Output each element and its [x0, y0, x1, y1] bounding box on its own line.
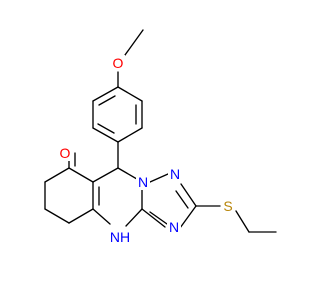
bonds [44, 29, 277, 233]
methoxy-oxygen-label: O [113, 55, 124, 71]
bond-nh-to-fused-c [125, 208, 143, 227]
bond-methyl-o [124, 29, 144, 56]
bond-triazole-n-to-fused [141, 208, 166, 228]
bond-benzene-inner-2 [97, 123, 115, 134]
bond-central-c-alkene [92, 167, 119, 183]
sulfur-label-bg [221, 198, 235, 214]
bond-triazole-c-to-n [180, 183, 197, 207]
bond-benzene-1 [92, 86, 119, 102]
bond-triazole-c-to-n-low [179, 205, 197, 229]
bond-benzene-6 [117, 86, 143, 102]
triazole-n3-label-bg [167, 219, 181, 235]
bond-benzene-4 [117, 127, 143, 143]
amine-nh-label-bg [108, 229, 132, 245]
bond-triazole-n-top [149, 173, 169, 183]
bond-benzene-3 [92, 127, 119, 143]
bond-ch2-to-ch2 [44, 208, 70, 224]
ketone-oxygen-label: O [60, 145, 71, 161]
triazole-n2-label: N [170, 166, 180, 182]
bond-alkene-to-carbonyl [68, 167, 94, 183]
triazole-n1-label-bg [136, 174, 150, 190]
atom-labels: O O N N N NH S [58, 55, 235, 245]
bond-triazole-c-to-n-inner [175, 190, 189, 209]
bond-s-to-ch2 [235, 210, 250, 233]
bond-alkene-to-nh [92, 208, 111, 225]
methoxy-oxygen-label-bg [111, 55, 125, 71]
chemical-structure-diagram: O O N N N NH S [44, 29, 277, 245]
triazole-n3-label: N [169, 219, 179, 235]
bond-ch2-to-alkene [68, 208, 94, 224]
bond-benzene-inner-1 [98, 95, 116, 106]
triazole-n2-label-bg [168, 166, 182, 182]
bond-triazole-fused-inner [149, 211, 168, 225]
ketone-oxygen-label-bg [58, 145, 72, 161]
triazole-n1-label: N [138, 174, 148, 190]
amine-nh-label: NH [110, 229, 130, 245]
bond-carbonyl-to-ch2 [44, 167, 70, 183]
sulfur-label: S [223, 198, 232, 214]
